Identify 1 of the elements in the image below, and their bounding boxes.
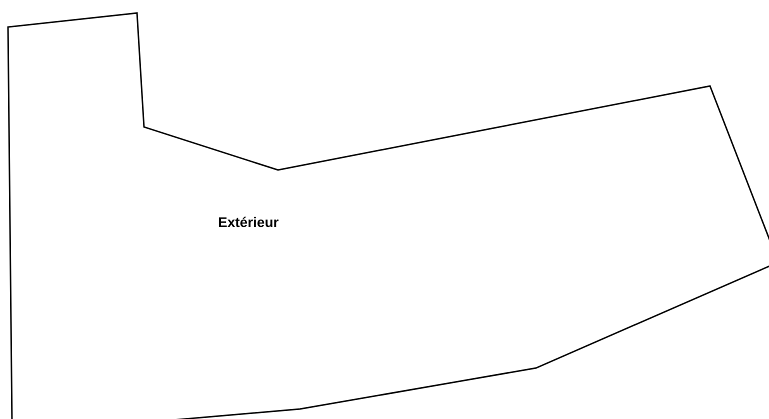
area-label: Extérieur [218,214,279,230]
